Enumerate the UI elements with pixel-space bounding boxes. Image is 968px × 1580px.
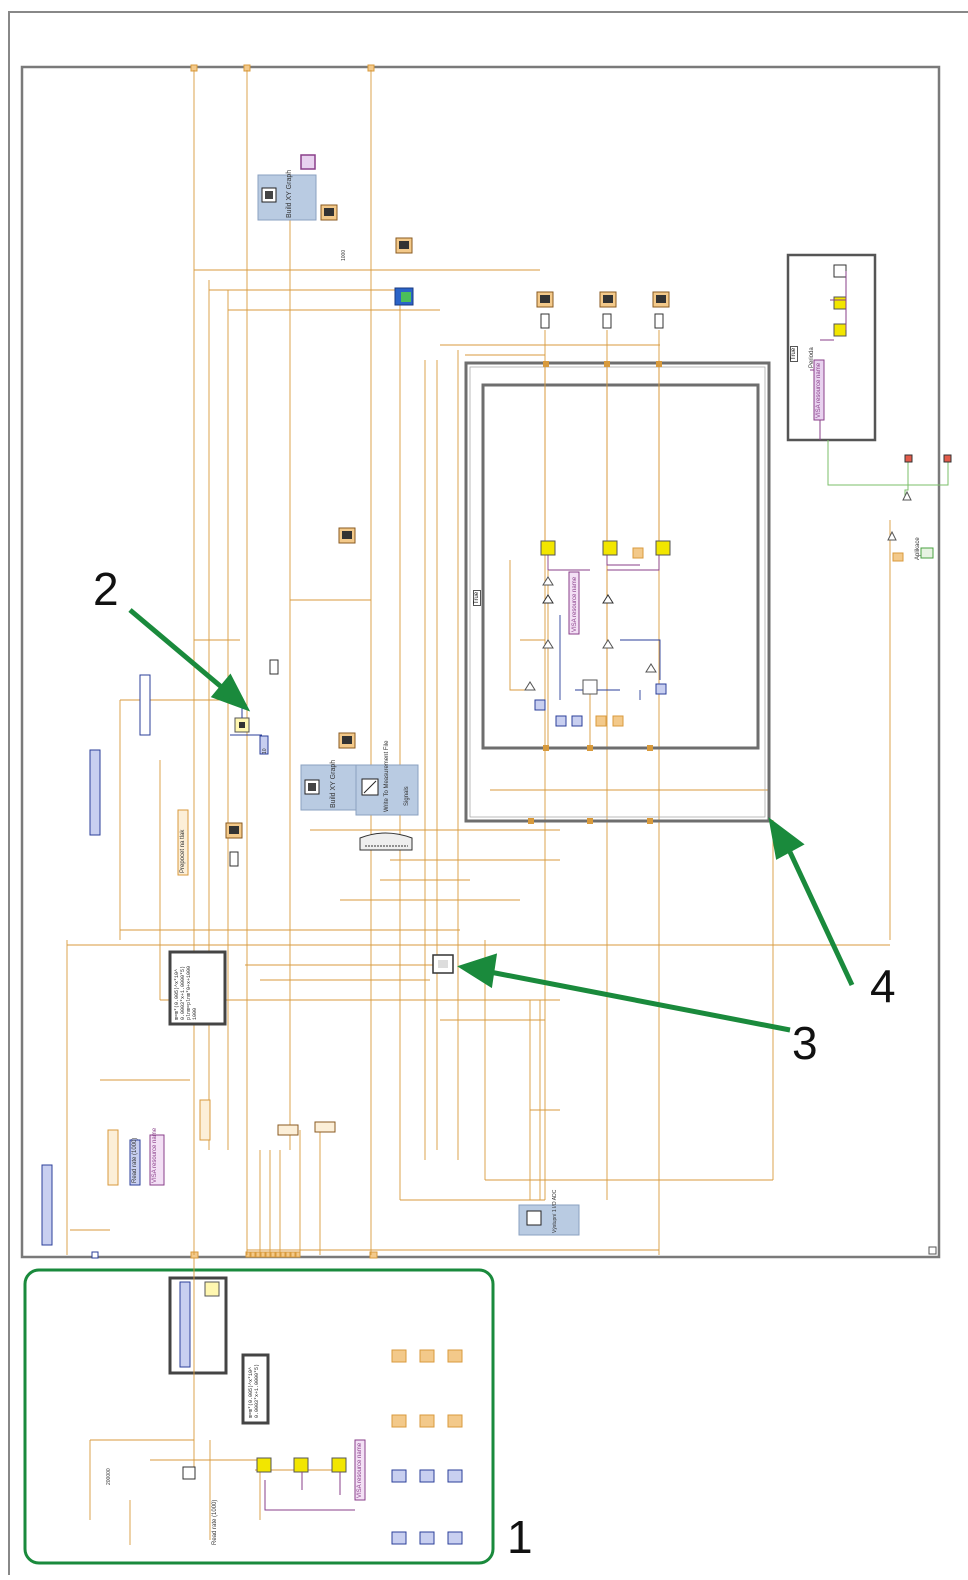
loop-bottom-tunnel xyxy=(256,1252,260,1257)
init-constant xyxy=(420,1415,434,1427)
compare-node xyxy=(903,492,911,500)
merge-signals-node xyxy=(360,833,412,850)
graph-terminal-4 xyxy=(339,528,355,543)
event-node-callout-2 xyxy=(230,705,268,754)
label-const-1000: 1000 xyxy=(341,250,347,261)
label-io-subvi: Výstupní 1 I/O ADC xyxy=(552,1190,558,1233)
init-constant xyxy=(448,1470,462,1482)
label-signals: Signals xyxy=(404,786,410,806)
formula-text-init: m=m*(0.005)^x*10^ 0.0003*x+1.0000*5) xyxy=(248,1364,260,1418)
init-constant xyxy=(420,1470,434,1482)
mixed-signal-node xyxy=(395,288,413,305)
label-const-10: 10 xyxy=(262,748,268,754)
loop-bottom-tunnel xyxy=(276,1252,280,1257)
callout-number-3: 3 xyxy=(792,1020,818,1066)
waveform-chart-indicator-top xyxy=(301,155,315,169)
init-constant xyxy=(392,1415,406,1427)
right-loop-exit-wires xyxy=(828,440,948,500)
constant-right xyxy=(893,553,903,561)
loop-bottom-tunnel xyxy=(266,1252,270,1257)
label-build-xy-graph-1: Build XY Graph xyxy=(330,760,337,808)
compare-node-2 xyxy=(888,532,896,540)
case-structure-right[interactable] xyxy=(788,255,875,440)
indicator-top-c xyxy=(653,292,669,328)
label-visa-left: VISA resource name xyxy=(152,1128,158,1183)
loop-bottom-tunnel xyxy=(281,1252,285,1257)
build-xy-graph-1[interactable] xyxy=(301,765,356,810)
label-perioda: Perioda xyxy=(809,347,815,368)
init-constant xyxy=(420,1532,434,1544)
init-constants xyxy=(392,1350,462,1544)
init-constant xyxy=(392,1470,406,1482)
indicator-top-a xyxy=(537,292,553,328)
label-build-xy-graph-2: Build XY Graph xyxy=(286,170,293,218)
loop-bottom-tunnel xyxy=(291,1252,295,1257)
label-visa-inner: VISA resource name xyxy=(572,577,578,632)
boolean-indicator xyxy=(921,548,933,558)
loop-bottom-tunnel xyxy=(296,1252,300,1257)
nested-case-outer[interactable] xyxy=(466,363,769,821)
error-terminal-1 xyxy=(905,455,912,462)
loop-bottom-tunnel xyxy=(271,1252,275,1257)
label-read-rate-init: Read rate (1000) xyxy=(212,1500,218,1545)
label-write-measurement-file: Write To Measurement File xyxy=(384,741,390,812)
callout-number-4: 4 xyxy=(870,963,896,1009)
loop-bottom-tunnel xyxy=(191,1252,198,1258)
error-terminal-2 xyxy=(944,455,951,462)
loop-bottom-tunnel xyxy=(251,1252,255,1257)
inner-visa-nodes xyxy=(525,541,670,726)
label-read-rate: Read rate (1000) xyxy=(132,1138,138,1183)
label-const-200000: 200000 xyxy=(106,1468,112,1485)
init-constant xyxy=(392,1532,406,1544)
callout-number-2: 2 xyxy=(93,566,119,612)
indicator-top-b xyxy=(600,292,616,328)
page-border xyxy=(9,12,968,1575)
graph-terminal-2 xyxy=(396,238,412,253)
callout-number-1: 1 xyxy=(507,1514,533,1560)
cluster-bundles xyxy=(278,1122,335,1135)
io-subvi[interactable] xyxy=(519,1205,579,1235)
case-selector-main[interactable]: True xyxy=(473,590,481,606)
init-constant xyxy=(392,1350,406,1362)
formula-text-main: m=m*(0.005)^x*10^ 0.0003*x+1.0000*5) pln… xyxy=(174,966,198,1020)
label-visa-init: VISA resource name xyxy=(357,1443,363,1498)
callout-3-node xyxy=(433,955,453,973)
init-constant xyxy=(448,1350,462,1362)
label-aplikace: Aplikace xyxy=(915,537,921,560)
init-constant xyxy=(420,1350,434,1362)
graph-terminal-top xyxy=(321,205,337,220)
nested-case-inner[interactable] xyxy=(483,385,758,748)
label-prepocet: Prepocet na tlak xyxy=(180,830,186,873)
loop-bottom-tunnel xyxy=(261,1252,265,1257)
case-selector-right[interactable]: True xyxy=(790,346,798,362)
label-visa-right: VISA resource name xyxy=(816,363,822,418)
main-while-loop[interactable] xyxy=(22,67,939,1258)
array-indicator xyxy=(270,660,278,674)
graph-terminal-3 xyxy=(339,733,355,748)
init-constant xyxy=(448,1532,462,1544)
loop-condition-terminal[interactable] xyxy=(929,1247,936,1254)
init-constant xyxy=(448,1415,462,1427)
loop-iteration-terminal xyxy=(92,1252,98,1258)
loop-bottom-tunnel xyxy=(286,1252,290,1257)
